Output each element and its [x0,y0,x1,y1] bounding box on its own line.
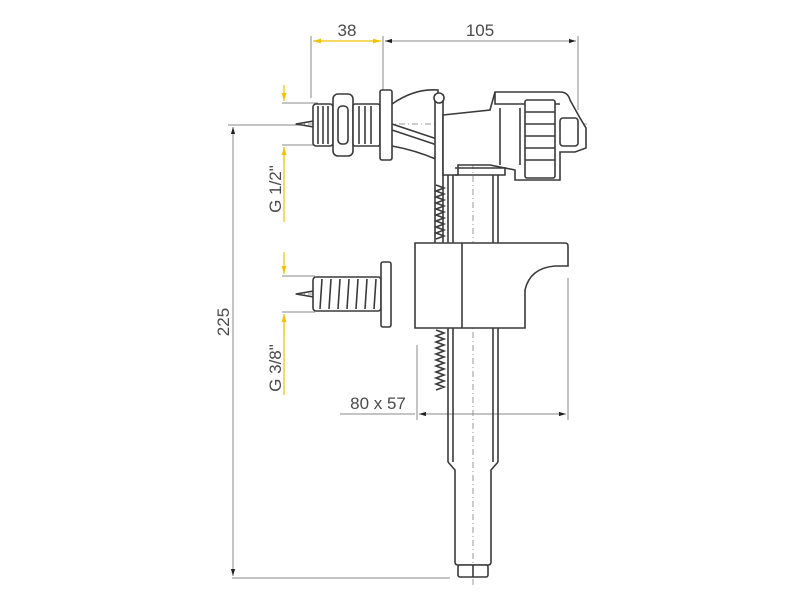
dimension-105-label: 105 [466,21,494,40]
thread-g-three-eighths-dimension: G 3/8" [266,252,315,395]
thread-g-half-label: G 1/2" [266,165,285,213]
thread-g-three-eighths-label: G 3/8" [266,344,285,392]
dimension-38-label: 38 [338,21,357,40]
dimension-225-label: 225 [214,308,233,336]
spring [433,184,447,391]
thread-g-half-dimension: G 1/2" [266,85,318,222]
lower-inlet-fitting [295,261,392,328]
dimension-225: 225 [214,124,450,579]
dimension-38: 38 [310,21,384,98]
upper-inlet-fitting [295,88,441,162]
float [414,242,569,329]
dimension-105: 105 [385,21,579,110]
dimension-float-label: 80 x 57 [350,394,406,413]
valve-head [433,91,587,271]
